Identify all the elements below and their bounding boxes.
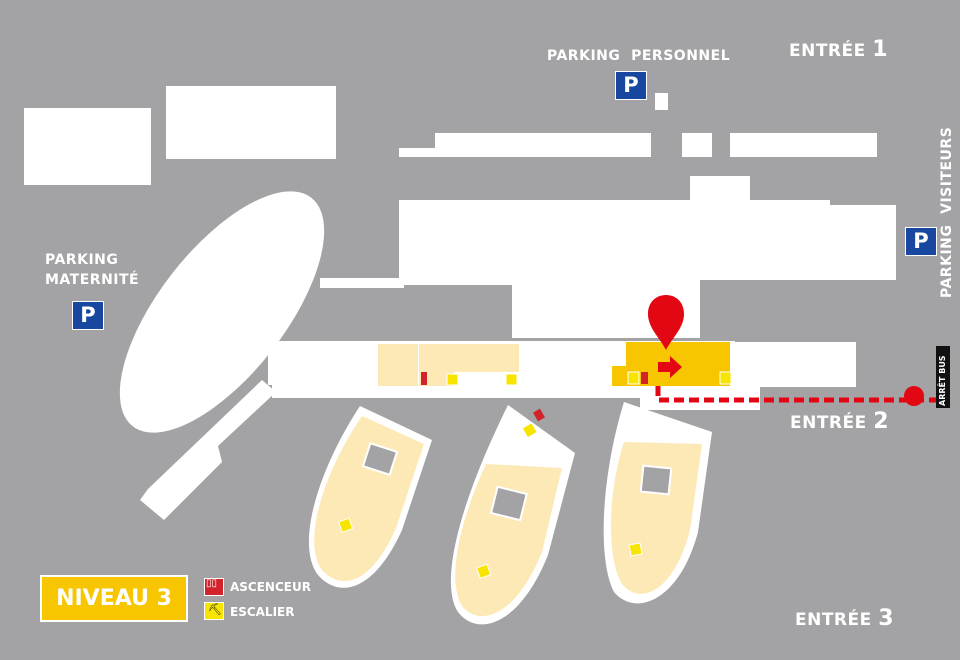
connector	[320, 278, 404, 288]
zone-b	[419, 344, 519, 372]
stairs-icon	[337, 517, 354, 533]
entree-word: ENTRÉE	[795, 610, 872, 630]
main-building	[399, 176, 896, 338]
parking-icon: P	[72, 301, 104, 330]
parking-icon: P	[615, 71, 647, 100]
building-block	[682, 133, 712, 157]
entree-3-label: ENTRÉE 3	[795, 606, 894, 631]
building-arm	[140, 380, 276, 520]
elevator-icon	[421, 372, 427, 385]
entree-number: 3	[878, 606, 894, 631]
wing-3	[610, 442, 702, 594]
bus-stop-sign: ARRÊT BUS	[936, 346, 950, 408]
arrow-right-icon	[658, 356, 682, 378]
legend-escalier: ESCALIER	[230, 605, 295, 619]
stairs-icon	[521, 421, 538, 439]
legend-ascenseur: ASCENCEUR	[230, 580, 311, 594]
building-block	[24, 108, 151, 185]
parking-personnel-label: PARKING PERSONNEL	[547, 48, 731, 64]
entree-number: 2	[873, 409, 889, 434]
wing-3-courtyard	[639, 464, 673, 496]
building-block	[399, 148, 439, 157]
building-block	[730, 133, 877, 157]
elevator-icon	[533, 408, 545, 422]
wing-2-courtyard	[489, 485, 528, 522]
parking-maternite-line1: PARKING	[45, 252, 119, 268]
entree-2-label: ENTRÉE 2	[790, 409, 889, 434]
route-path	[655, 386, 950, 403]
bus-stop-label: ARRÊT BUS	[938, 355, 947, 406]
zone-c	[419, 372, 454, 386]
entree-word: ENTRÉE	[789, 41, 866, 61]
entree-word: ENTRÉE	[790, 413, 867, 433]
stairs-icon	[719, 371, 732, 385]
location-pin-icon	[648, 295, 684, 350]
building-block	[655, 93, 668, 110]
entree-number: 1	[872, 37, 888, 62]
stairs-icon	[446, 373, 459, 386]
bus-stop-marker	[904, 386, 924, 406]
zone-a	[378, 344, 418, 386]
building-block	[268, 345, 314, 385]
stairs-icon	[505, 373, 518, 386]
parking-maternite-line2: MATERNITÉ	[45, 272, 140, 288]
parking-icon: P	[905, 227, 937, 256]
wing-1	[314, 416, 424, 582]
stairs-icon	[204, 602, 224, 620]
building-block	[435, 133, 651, 157]
entree-1-label: ENTRÉE 1	[789, 37, 888, 62]
parking-visiteurs-label: PARKING VISITEURS	[939, 126, 955, 298]
stairs-icon	[627, 371, 640, 385]
elevator-icon	[641, 372, 648, 384]
parking-maternite-label: PARKING MATERNITÉ	[45, 250, 139, 290]
maternity-building	[119, 191, 325, 433]
level-badge: NIVEAU 3	[40, 575, 188, 622]
building-block	[300, 108, 336, 159]
stairs-icon	[475, 563, 492, 579]
stairs-icon	[628, 542, 643, 557]
elevator-icon	[204, 578, 224, 596]
wing-1-courtyard	[361, 442, 399, 476]
